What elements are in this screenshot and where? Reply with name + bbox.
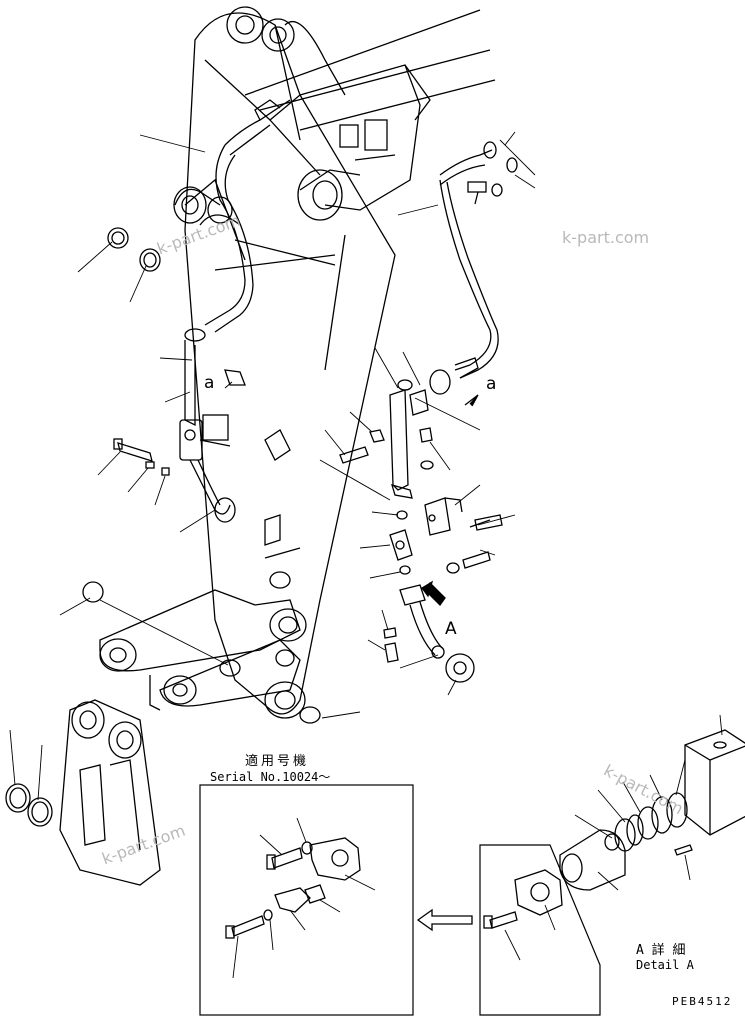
- leader-lines: [9, 131, 536, 801]
- callout-view-A: A: [445, 619, 457, 639]
- left-hose: [179, 99, 291, 523]
- boom-top-pins: [173, 6, 295, 224]
- serial-title-jp: 適用号機: [245, 754, 310, 769]
- part-code: PEB4512: [672, 995, 733, 1008]
- serial-number: Serial No.10024〜: [210, 770, 331, 784]
- arm-structure: [244, 9, 496, 221]
- pipe-A: [383, 584, 475, 683]
- detail-title-en: Detail A: [636, 958, 694, 972]
- view-arrows: [224, 381, 479, 607]
- left-washers: [5, 227, 321, 827]
- h-link: [59, 699, 161, 886]
- callout-a-left: a: [204, 373, 215, 393]
- right-hose: [429, 141, 518, 395]
- boom-outline: [174, 12, 396, 715]
- boom-links: [99, 589, 307, 719]
- watermark: k-part.com: [562, 228, 650, 247]
- left-bolts: [113, 438, 231, 476]
- detail-A-box: [479, 844, 601, 1016]
- swivel-assembly: [559, 714, 745, 891]
- detail-title-jp: A 詳 細: [636, 943, 686, 958]
- callout-a-right: a: [486, 374, 497, 394]
- hollow-arrow-left: [416, 908, 473, 932]
- boom-clamps: [224, 369, 301, 667]
- serial-detail-box: [199, 784, 414, 1016]
- right-components: [339, 379, 503, 575]
